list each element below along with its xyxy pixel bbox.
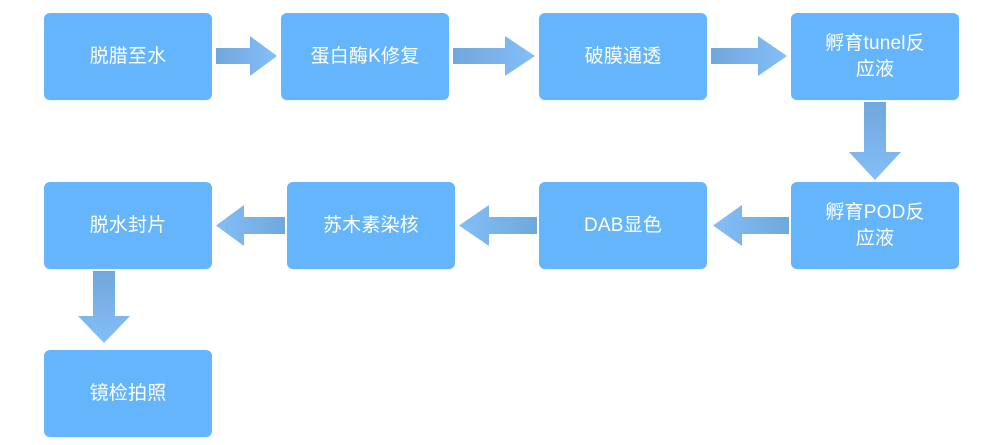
flow-node-label: DAB显色 xyxy=(583,214,663,236)
flow-arrow-left-3 xyxy=(216,205,285,246)
flow-arrow-right-1 xyxy=(216,36,277,76)
flow-node-fuyu-tunel-fanyingye[interactable]: 孵育tunel反 应液 xyxy=(791,13,959,100)
arrow-right-icon xyxy=(453,36,535,76)
flow-node-label: 脱腊至水 xyxy=(89,45,167,67)
arrow-right-icon xyxy=(711,36,787,76)
flow-arrow-down-1 xyxy=(849,102,901,180)
arrow-right-icon xyxy=(216,36,277,76)
flow-arrow-right-2 xyxy=(453,36,535,76)
flow-node-label: 苏木素染核 xyxy=(322,214,419,236)
flow-node-dab-xianse[interactable]: DAB显色 xyxy=(539,182,707,269)
arrow-left-icon xyxy=(216,205,285,246)
flow-node-label: 蛋白酶K修复 xyxy=(310,45,420,67)
flow-arrow-left-1 xyxy=(713,205,789,246)
flow-node-tuoshui-fengpian[interactable]: 脱水封片 xyxy=(44,182,212,269)
flow-node-label: 破膜通透 xyxy=(584,45,662,67)
flow-node-sumusu-ranhe[interactable]: 苏木素染核 xyxy=(287,182,455,269)
flow-node-danbaimeik-xiufu[interactable]: 蛋白酶K修复 xyxy=(281,13,449,100)
flow-arrow-down-2 xyxy=(78,271,130,343)
flow-arrow-left-2 xyxy=(459,205,537,246)
arrow-down-icon xyxy=(78,271,130,343)
flow-node-tuola-zhishui[interactable]: 脱腊至水 xyxy=(44,13,212,100)
flow-node-label: 脱水封片 xyxy=(89,214,167,236)
flow-node-pomo-tongtou[interactable]: 破膜通透 xyxy=(539,13,707,100)
flow-node-jingjian-paizhao[interactable]: 镜检拍照 xyxy=(44,350,212,437)
arrow-down-icon xyxy=(849,102,901,180)
flow-arrow-right-3 xyxy=(711,36,787,76)
arrow-left-icon xyxy=(713,205,789,246)
flow-node-label: 孵育tunel反 应液 xyxy=(825,32,925,80)
flow-node-label: 孵育POD反 应液 xyxy=(825,201,925,249)
arrow-left-icon xyxy=(459,205,537,246)
flow-node-fuyu-pod-fanyingye[interactable]: 孵育POD反 应液 xyxy=(791,182,959,269)
flow-node-label: 镜检拍照 xyxy=(89,382,167,404)
